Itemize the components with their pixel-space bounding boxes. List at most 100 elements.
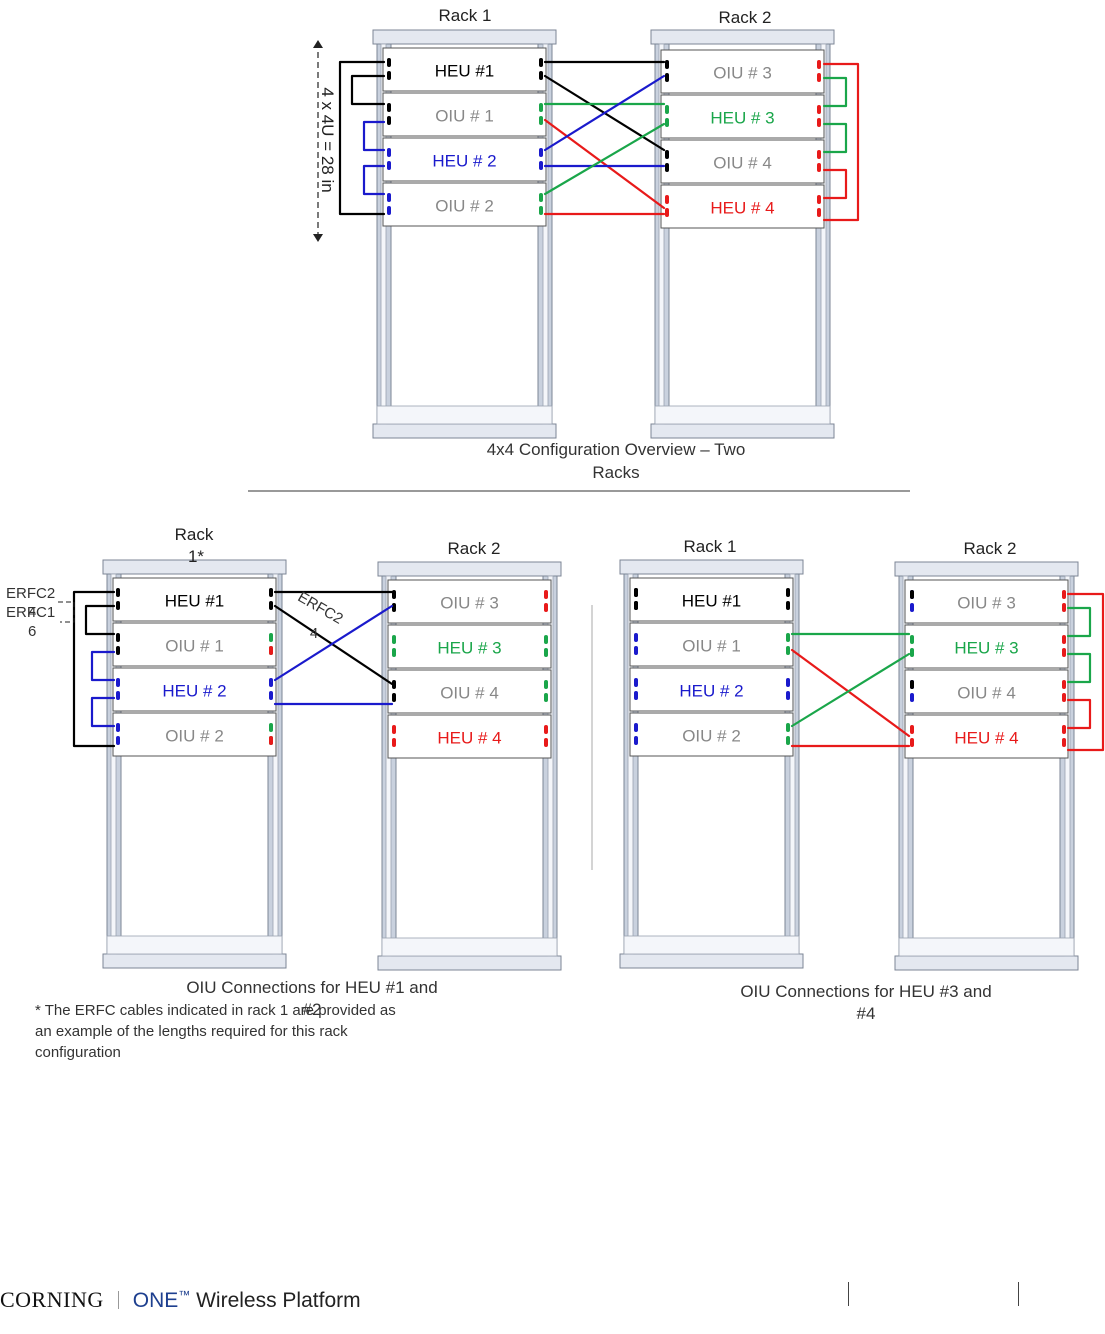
top-r1-right-port-2-1 [539,103,543,112]
bl-erfc1-label: ERFC1 [6,604,55,621]
bl-r1-right-port-1-1 [269,588,273,597]
top-cable-green-loop-2 [822,122,848,154]
bl-cable-heu2-oiu3 [273,604,394,682]
br-r2-right-port-2-2 [1062,648,1066,657]
br-r2-right-port-3-2 [1062,693,1066,702]
dimension-label: 4 x 4U = 28 in [318,87,337,192]
top-r1-right-port-4-1 [539,193,543,202]
top-rack1-unit-label-2: OIU # 1 [435,107,494,126]
bl-cable-blue-1 [90,650,116,682]
bl-r1-right-port-3-2 [269,691,273,700]
bl-r1-oiu1-red-port-1 [269,646,273,655]
top-cable-heu2-oiu3 [543,74,666,152]
top-r2-right-port-4-2 [817,208,821,217]
top-rack1-unit-1 [382,47,547,92]
bl-note-line3: configuration [35,1044,121,1061]
bl-rack2-rack [377,561,562,971]
bl-rack1-unit-3 [112,667,277,712]
top-rack1-rack [372,29,557,439]
bl-rack1-unit-label-3: HEU # 2 [162,682,226,701]
top-r1-left-port-2-2 [387,116,391,125]
bl-r1-right-port-3-1 [269,678,273,687]
br-rack1-bottom-cap [619,953,804,969]
br-rack1-unit-label-1: HEU #1 [682,592,742,611]
bl-r2-left-port-2-1 [392,635,396,644]
br-r2-left-port-3-2 [910,693,914,702]
br-rack1-unit-label-3: HEU # 2 [679,682,743,701]
dimension-arrow-up [313,40,323,48]
br-r2-right-port-3-1 [1062,680,1066,689]
cables-layer [72,58,1105,752]
bl-rack2-unit-4 [387,714,552,759]
bl-rack2-unit-1 [387,579,552,624]
br-r2-right-port-2-1 [1062,635,1066,644]
top-r1-right-port-1-2 [539,71,543,80]
br-rack1-unit-4 [629,712,794,757]
br-r1-right-port-2-1 [786,633,790,642]
top-r2-right-port-3-1 [817,150,821,159]
top-r1-left-port-1-2 [387,71,391,80]
top-caption-line2: Racks [592,463,639,482]
top-rack2-unit-label-3: OIU # 4 [713,154,772,173]
top-r2-left-port-1-1 [665,60,669,69]
bl-rack1-title-2: 1* [188,547,204,566]
product-rest: Wireless Platform [190,1288,361,1312]
bl-r2-left-port-2-2 [392,648,396,657]
bl-r2-right-port-3-2 [544,693,548,702]
top-rack2-unit-4 [660,184,825,229]
product-one: ONE [132,1288,179,1312]
top-rack2-base-bar [654,405,831,425]
br-r2-left-port-4-2 [910,738,914,747]
br-rack1-title: Rack 1 [684,537,737,556]
footer: CORNING ONE™ Wireless Platform [0,1286,361,1314]
top-r1-left-port-1-1 [387,58,391,67]
top-r2-right-port-2-2 [817,118,821,127]
br-cable-oiu1-heu4 [790,648,911,738]
br-rack2-unit-1 [904,579,1069,624]
br-rack2-unit-label-1: OIU # 3 [957,594,1016,613]
br-rack1-top-cap [619,559,804,575]
bl-note-line2: an example of the lengths required for t… [35,1023,348,1040]
bl-rack2-unit-3 [387,669,552,714]
bl-r1-left-port-4-2 [116,736,120,745]
top-r1-left-port-3-2 [387,161,391,170]
bl-r2-right-port-2-1 [544,635,548,644]
top-rack2-unit-1 [660,49,825,94]
top-rack1-base-bar [376,405,553,425]
bl-r1-left-port-1-1 [116,588,120,597]
br-r2-left-port-2-1 [910,635,914,644]
top-rack2-rack [650,29,835,439]
br-r1-left-port-3-2 [634,691,638,700]
br-r2-right-port-1-2 [1062,603,1066,612]
top-caption-line1: 4x4 Configuration Overview – Two [487,440,746,459]
top-cable-blue-2 [362,164,386,196]
top-cable-oiu1-heu4 [543,118,666,210]
top-rack1-unit-label-1: HEU #1 [435,62,495,81]
bl-r1-left-port-3-2 [116,691,120,700]
top-r2-left-port-2-1 [665,105,669,114]
top-r1-right-port-3-2 [539,161,543,170]
top-r2-left-port-3-2 [665,163,669,172]
br-r1-right-port-1-1 [786,588,790,597]
br-rack1-base-bar [623,935,800,955]
br-r1-right-port-2-2 [786,646,790,655]
top-rack1-bottom-cap [372,423,557,439]
bl-r2-right-port-1-1 [544,590,548,599]
bl-erfc1-suffix-a: 4 [28,604,36,621]
bl-r2-left-port-4-1 [392,725,396,734]
bl-r2-right-port-1-2 [544,603,548,612]
top-rack2-unit-label-2: HEU # 3 [710,109,774,128]
bl-erfc2-diag-suffix: 4 [310,625,318,642]
bl-rack2-unit-2 [387,624,552,669]
bl-r1-right-port-4-1 [269,723,273,732]
br-cable-green-2 [1066,652,1092,684]
bl-rack1-unit-label-1: HEU #1 [165,592,225,611]
br-caption-line2: #4 [857,1004,876,1023]
br-r2-right-port-1-1 [1062,590,1066,599]
bl-cable-heu1-oiu4 [273,604,394,686]
bl-r1-left-port-4-1 [116,723,120,732]
top-r2-left-port-4-2 [665,208,669,217]
br-r2-oiu4-black-1 [910,680,914,689]
top-cable-red-outer [822,62,860,222]
